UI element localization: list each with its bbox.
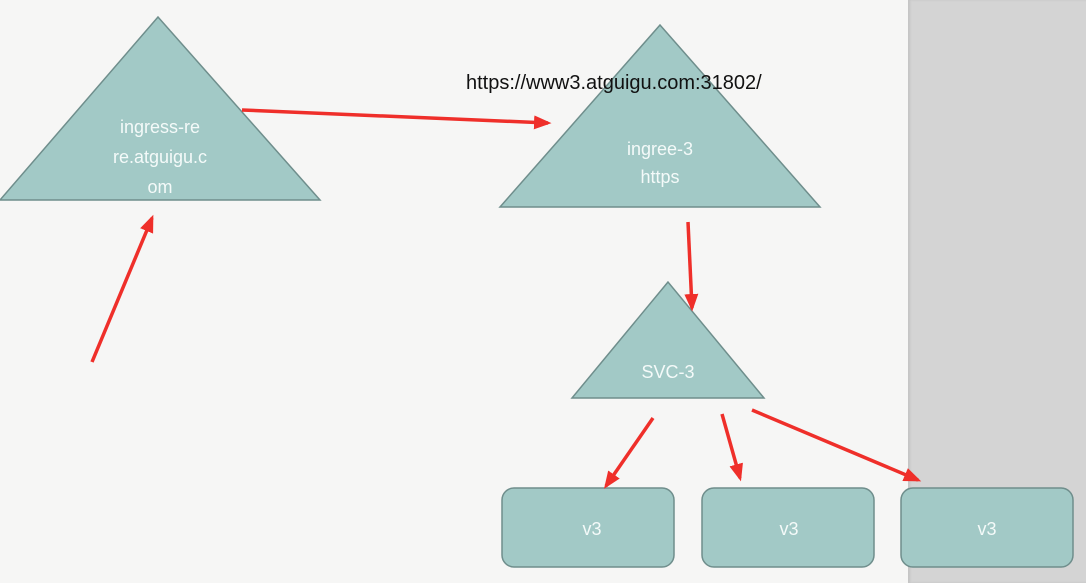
pod-v3-3[interactable]: v3 xyxy=(900,487,1074,568)
pod-label: v3 xyxy=(977,519,996,539)
arrow-ingree3-to-svc3 xyxy=(684,221,699,312)
ingress-rere-label-2: re.atguigu.c xyxy=(113,147,207,167)
arrow-svc3-to-pod2 xyxy=(720,413,743,482)
pod-v3-2[interactable]: v3 xyxy=(701,487,875,568)
ingree-3-label-1: ingree-3 xyxy=(627,139,693,159)
pod-label: v3 xyxy=(582,519,601,539)
url-label: https://www3.atguigu.com:31802/ xyxy=(466,72,762,94)
pod-box xyxy=(701,487,875,568)
ingress-rere-label-1: ingress-re xyxy=(120,117,200,137)
pod-v3-1[interactable]: v3 xyxy=(501,487,675,568)
pod-box xyxy=(900,487,1074,568)
pod-label: v3 xyxy=(779,519,798,539)
ingress-rere-triangle xyxy=(0,15,322,201)
ingree-3-label-2: https xyxy=(640,167,679,187)
ingree-3-triangle xyxy=(498,23,822,208)
arrow-ingress-to-ingree3 xyxy=(241,108,552,130)
ingress-rere-label-3: om xyxy=(147,177,172,197)
svc-3-node[interactable]: SVC-3 xyxy=(570,280,766,399)
side-panel xyxy=(908,0,1086,583)
arrow-svc3-to-pod1 xyxy=(604,417,655,489)
pod-box xyxy=(501,487,675,568)
svc-3-label: SVC-3 xyxy=(641,362,694,382)
svc-3-triangle xyxy=(570,280,766,399)
arrow-svc3-to-pod3 xyxy=(751,408,922,482)
ingree-3-node[interactable]: ingree-3 https xyxy=(498,23,822,208)
ingress-rere-node[interactable]: ingress-re re.atguigu.c om xyxy=(0,15,322,201)
arrow-client-to-ingress xyxy=(90,214,154,363)
